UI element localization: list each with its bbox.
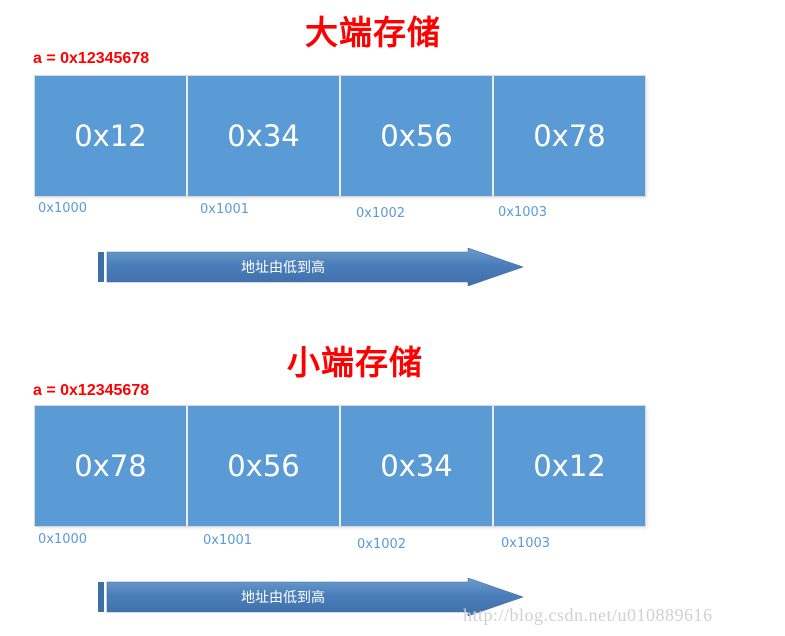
- big-endian-title: 大端存储: [305, 13, 441, 52]
- address-label: 0x1001: [200, 202, 250, 217]
- byte-cell: 0x34: [188, 76, 341, 196]
- byte-cell: 0x12: [35, 76, 188, 196]
- byte-cell: 0x34: [341, 406, 494, 526]
- address-label: 0x1000: [38, 532, 88, 547]
- byte-cell: 0x56: [341, 76, 494, 196]
- address-label: 0x1003: [501, 536, 551, 551]
- address-label: 0x1002: [356, 206, 406, 221]
- watermark-url: http://blog.csdn.net/u010889616: [463, 605, 713, 625]
- little-endian-direction-arrow: 地址由低到高: [98, 577, 524, 617]
- arrow-right-icon: [98, 577, 524, 617]
- byte-cell: 0x78: [533, 119, 606, 153]
- big-endian-variable-label: a = 0x12345678: [33, 50, 150, 67]
- byte-cell: 0x78: [35, 406, 188, 526]
- arrow-right-icon: [98, 247, 524, 287]
- address-label: 0x1003: [498, 205, 548, 220]
- byte-cell: 0x12: [533, 449, 606, 483]
- little-endian-byte-strip: 0x78 0x56 0x34 0x12: [35, 406, 645, 526]
- address-label: 0x1002: [357, 537, 407, 552]
- address-label: 0x1001: [203, 533, 253, 548]
- big-endian-byte-strip: 0x12 0x34 0x56 0x78: [35, 76, 645, 196]
- big-endian-direction-arrow: 地址由低到高: [98, 247, 524, 287]
- address-label: 0x1000: [38, 201, 88, 216]
- byte-cell: 0x56: [188, 406, 341, 526]
- little-endian-variable-label: a = 0x12345678: [33, 382, 150, 399]
- little-endian-title: 小端存储: [287, 343, 423, 382]
